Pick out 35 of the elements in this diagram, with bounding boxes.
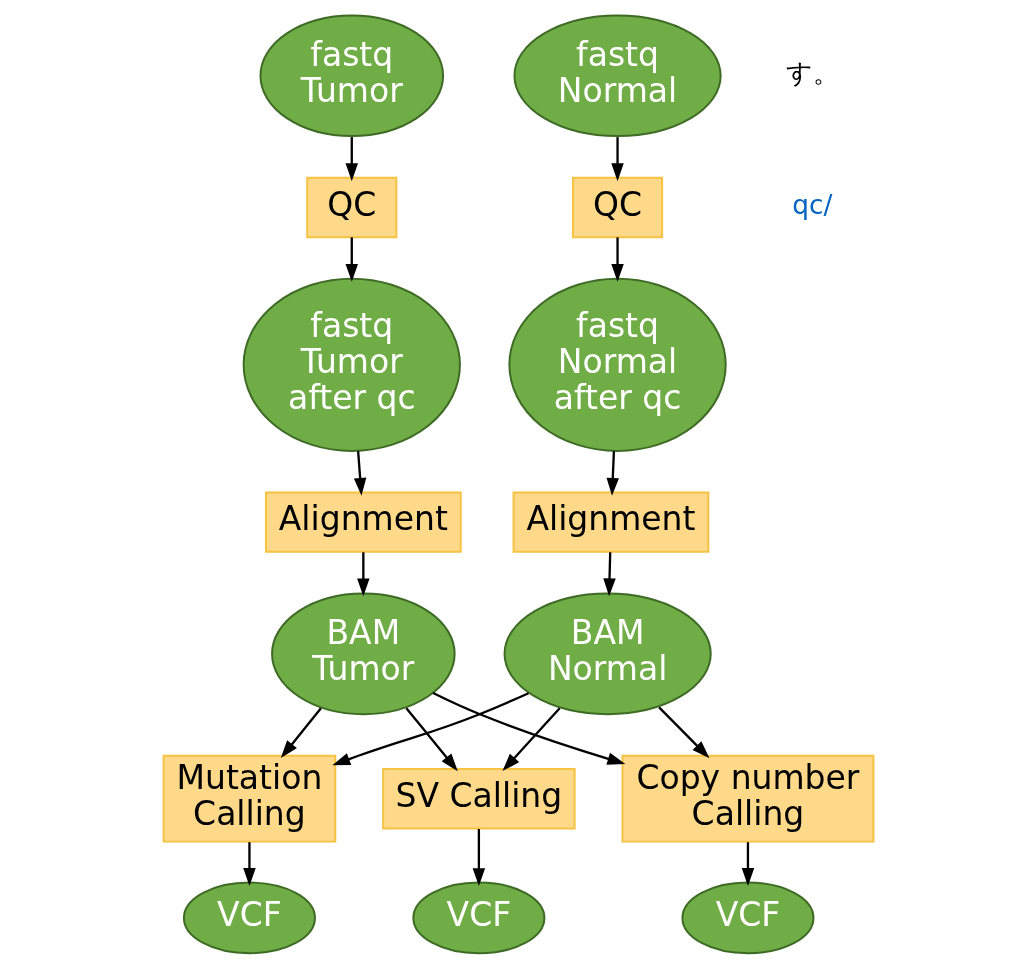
label: す。 [785,57,839,89]
node-box: QC [305,176,397,239]
arrow [345,137,358,182]
node-box: QC [571,176,663,239]
node-box: Copy number Calling [621,754,874,843]
arrow [280,707,322,759]
arrow [610,237,624,282]
arrow [345,237,358,282]
node-ellipse: fastq Tumor [259,14,444,138]
arrow [610,137,624,182]
node-box: SV Calling [381,768,576,830]
arrow [432,692,625,765]
node-box: Alignment [264,491,462,553]
arrow [657,706,709,759]
arrow [606,451,619,496]
node-ellipse: BAM Normal [503,592,712,716]
node-ellipse: fastq Normal after qc [507,277,727,452]
arrow [741,842,754,886]
arrow [331,692,529,766]
node-ellipse: VCF [411,881,545,955]
node-ellipse: fastq Tumor after qc [242,277,461,452]
node-ellipse: BAM Tumor [270,592,456,716]
arrow [501,707,561,772]
node-ellipse: fastq Normal [512,14,722,138]
label: qc/ [791,188,832,220]
arrow [356,552,370,597]
arrow [353,451,366,496]
arrow [602,552,616,597]
arrow [242,842,256,886]
node-box: Mutation Calling [162,754,336,843]
arrow [404,707,458,772]
node-ellipse: VCF [182,881,316,955]
arrow [472,829,485,887]
node-box: Alignment [512,491,709,553]
node-ellipse: VCF [680,881,814,955]
